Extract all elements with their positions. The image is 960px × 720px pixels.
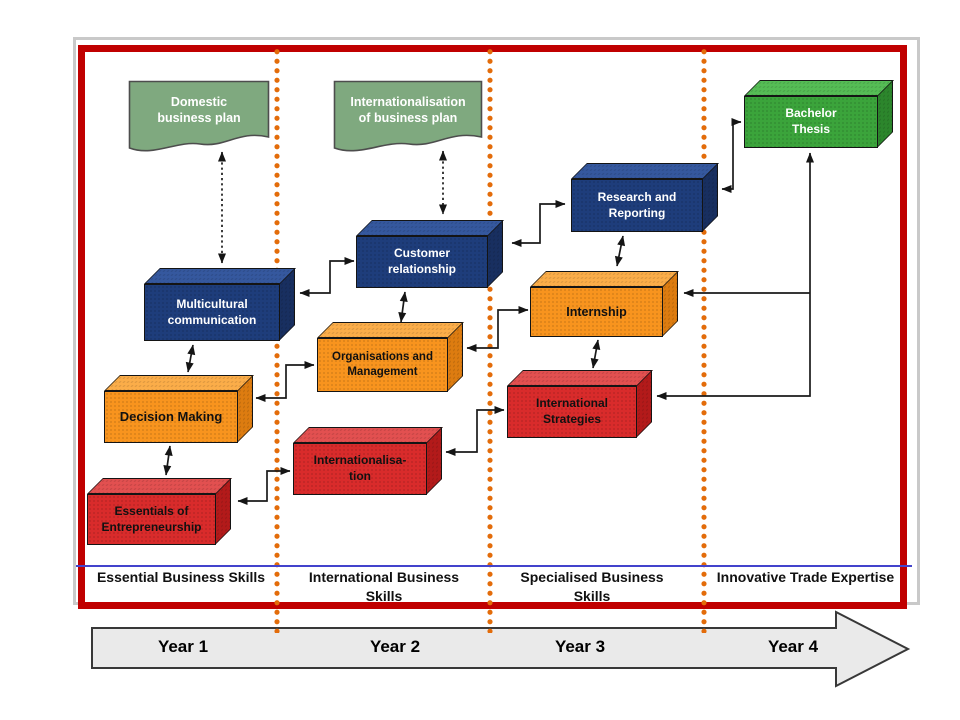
box-top-face — [104, 375, 254, 391]
box-top-face — [317, 322, 464, 338]
document-label-line: of business plan — [358, 111, 458, 125]
course-label: Internationalisa-tion — [313, 453, 407, 483]
skill-label-international: International Business Skills — [308, 569, 460, 604]
box-front-face — [293, 443, 427, 495]
box-top-face — [144, 268, 296, 284]
box-front-face — [104, 391, 238, 443]
year-label-1: Year 1 — [157, 637, 209, 656]
document-shape — [333, 80, 483, 152]
column-divider-2 — [487, 47, 493, 633]
course-box-internationalisation: Internationalisa-tion — [293, 427, 443, 495]
document-label-line: business plan — [157, 111, 241, 125]
box-top-face — [356, 220, 504, 236]
document-label-line: Internationalisation — [350, 94, 466, 109]
box-front-face — [530, 287, 663, 337]
course-box-internship: Internship — [530, 271, 679, 337]
box-top-face — [744, 80, 894, 96]
year-label-2: Year 2 — [369, 637, 421, 656]
box-front-face — [356, 236, 488, 288]
box-top-face — [87, 478, 232, 494]
skill-label-specialised: Specialised Business Skills — [520, 569, 664, 604]
document-shape — [128, 80, 270, 152]
box-front-face — [744, 96, 878, 148]
box-front-face — [317, 338, 448, 392]
document-internationalisation-plan: Internationalisation of business plan — [333, 80, 483, 158]
box-top-face — [530, 271, 679, 287]
box-front-face — [144, 284, 280, 341]
course-label: Decision Making — [119, 409, 223, 425]
box-top-face — [507, 370, 653, 386]
box-front-face — [87, 494, 216, 545]
skills-separator-line — [76, 565, 912, 567]
document-label-line: Domestic — [170, 94, 228, 109]
box-top-face — [293, 427, 443, 443]
course-label: Internship — [566, 304, 627, 319]
year-label-4: Year 4 — [767, 637, 819, 656]
document-label: Domestic business plan — [128, 87, 270, 133]
document-domestic-business-plan: Domestic business plan — [128, 80, 270, 158]
column-divider-3 — [701, 47, 707, 633]
skill-label-essential: Essential Business Skills — [96, 569, 266, 585]
document-label: Internationalisation of business plan — [333, 87, 483, 133]
course-box-decision-making: Decision Making — [104, 375, 254, 443]
skill-label-innovative: Innovative Trade Expertise — [716, 569, 895, 585]
box-top-face — [571, 163, 719, 179]
year-label-3: Year 3 — [554, 637, 606, 656]
box-front-face — [507, 386, 637, 438]
